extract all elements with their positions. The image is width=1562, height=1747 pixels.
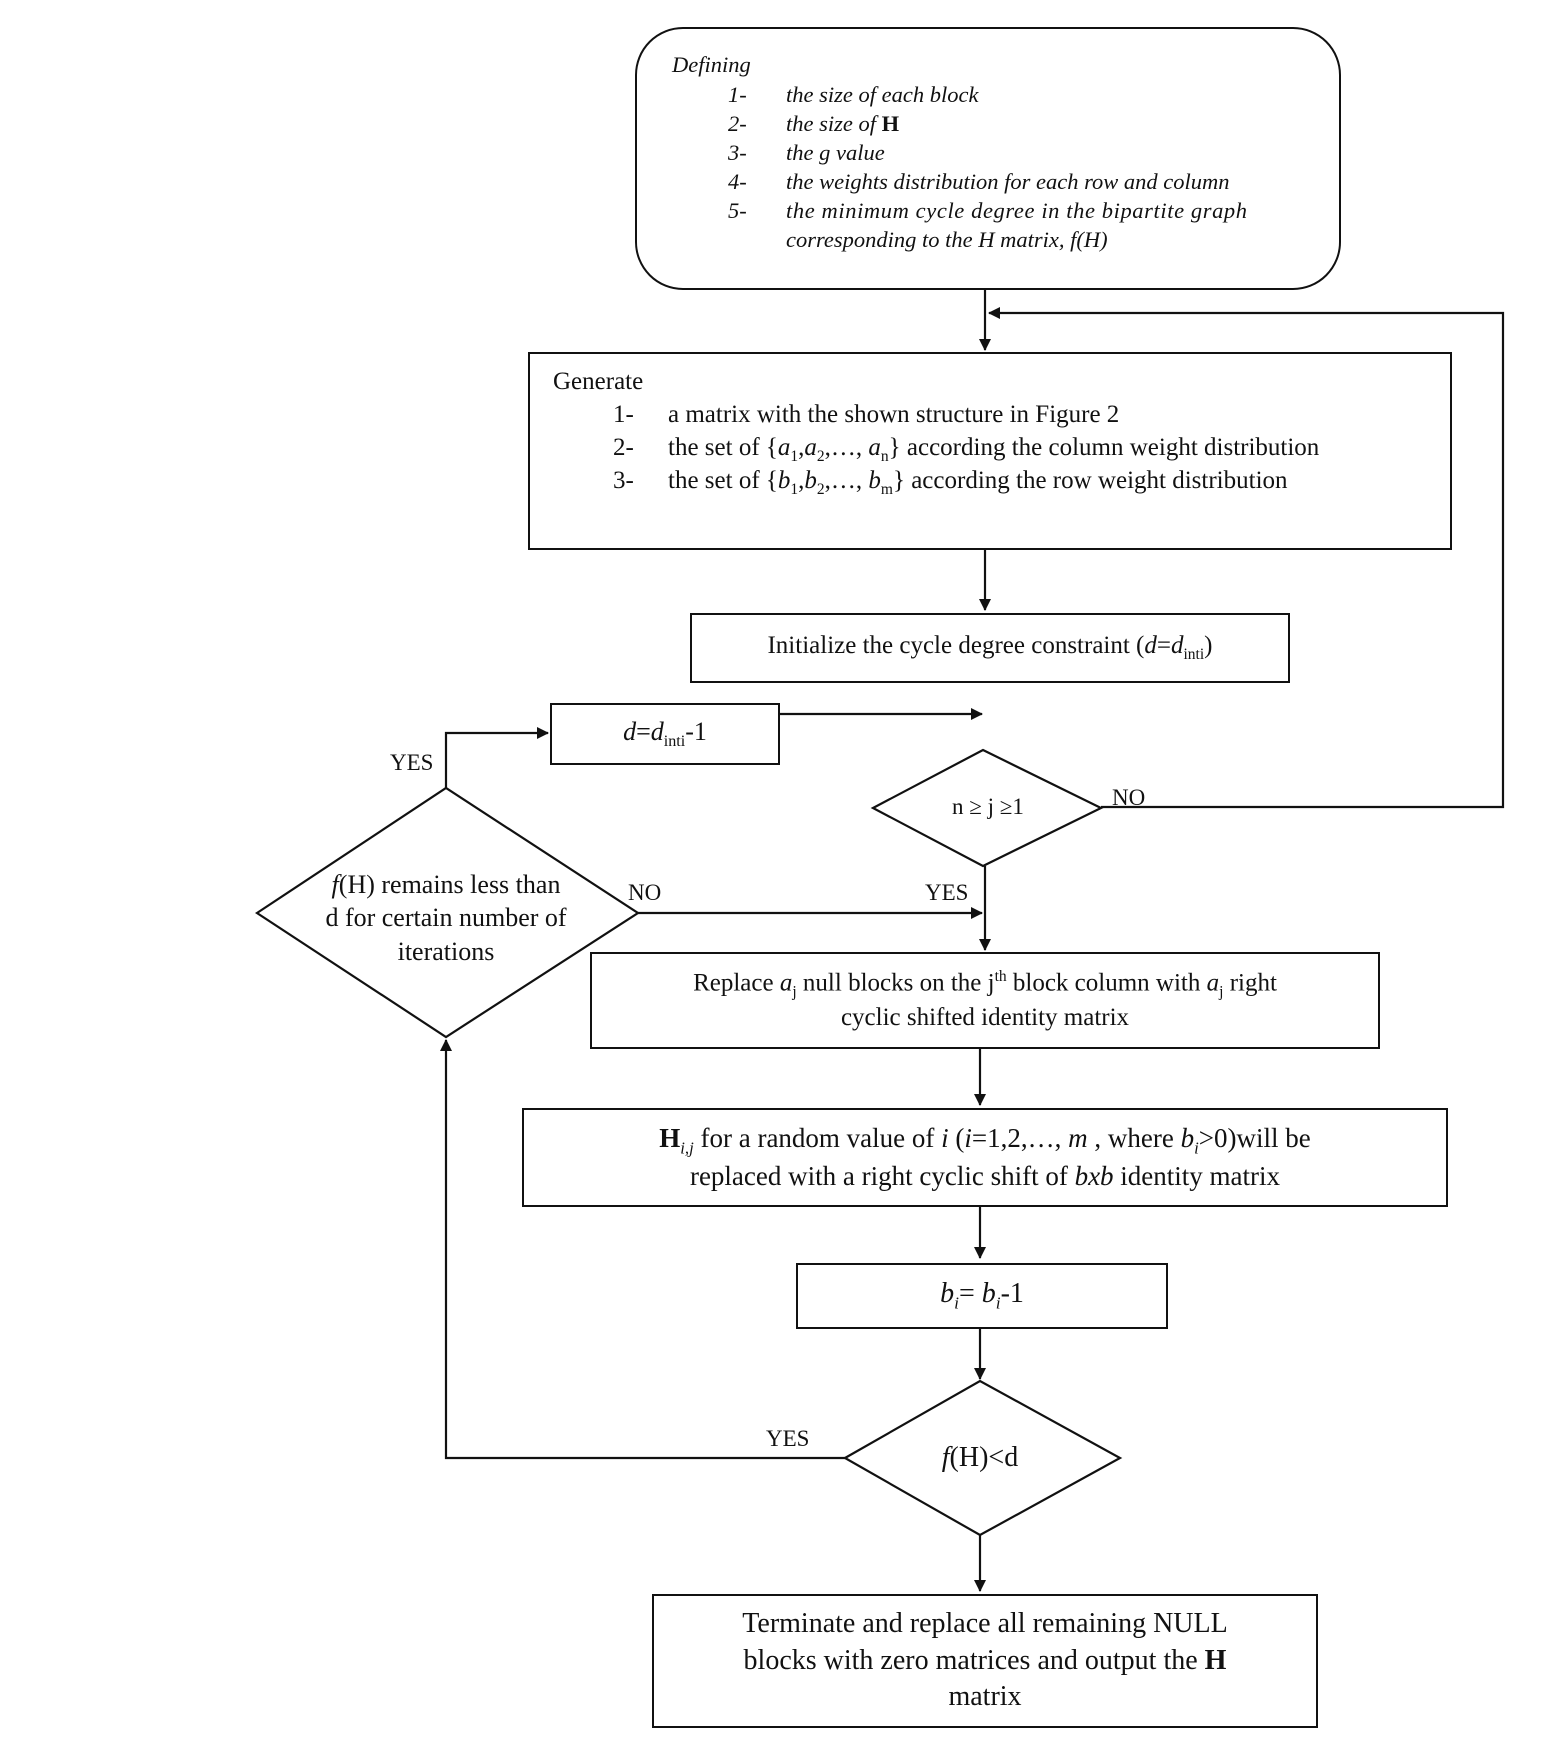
label-no-right: NO [1112, 785, 1146, 810]
decision-fh-iterations [255, 786, 641, 1039]
generate-box [528, 352, 1452, 550]
random-h-line2: replaced with a right cyclic shift of bx… [689, 1161, 1281, 1192]
initialize-box: Initialize the cycle degree constraint (… [690, 613, 1290, 683]
generate-num-2: 2- [613, 434, 634, 461]
label-yes-bottom: YES [766, 1426, 810, 1451]
decrement-b-text: bi= bi-1 [940, 1278, 1024, 1313]
generate-item-1: a matrix with the shown structure in Fig… [668, 401, 1120, 428]
generate-item-3: the set of {b1,b2,…, bm} according the r… [668, 467, 1288, 498]
decision-fh-less-d [842, 1379, 1123, 1537]
replace-null-line2: cyclic shifted identity matrix [840, 1003, 1130, 1031]
terminate-box: Terminate and replace all remaining NULL… [652, 1594, 1318, 1728]
replace-null-box: Replace aj null blocks on the jth block … [590, 952, 1380, 1049]
generate-num-3: 3- [613, 467, 634, 494]
terminate-line2: blocks with zero matrices and output the… [743, 1644, 1227, 1676]
defining-item-5: the minimum cycle degree in the bipartit… [786, 198, 1248, 223]
defining-item-1: the size of each block [786, 82, 979, 107]
defining-item-4: the weights distribution for each row an… [786, 169, 1230, 194]
label-yes-j: YES [925, 880, 969, 905]
decision-j-range [870, 748, 1104, 868]
decision-fh-iterations-text: f(H) remains less than d for certain num… [325, 870, 567, 966]
defining-item-3: the g value [786, 140, 885, 165]
loop-yes-back-to-cond-iter [440, 1039, 845, 1460]
decrement-d-box: d=dinti-1 [550, 703, 780, 765]
decision-fh-less-d-text: f(H)<d [941, 1442, 1019, 1473]
defining-box [635, 27, 1341, 290]
defining-num-5: 5- [728, 198, 747, 223]
replace-null-line1: Replace aj null blocks on the jth block … [693, 967, 1277, 1000]
decrement-b-box: bi= bi-1 [796, 1263, 1168, 1329]
terminate-line1: Terminate and replace all remaining NULL [742, 1608, 1228, 1640]
random-h-line1: Hi,j for a random value of i (i=1,2,…, m… [659, 1122, 1311, 1158]
loop-no-back-to-generate [988, 307, 1505, 809]
defining-num-1: 1- [728, 82, 747, 107]
decision-j-text: n ≥ j ≥1 [952, 794, 1024, 819]
arrow-yes-to-decrement-d [444, 727, 549, 788]
defining-num-2: 2- [728, 111, 747, 136]
random-h-box: Hi,j for a random value of i (i=1,2,…, m… [522, 1108, 1448, 1207]
decrement-d-text: d=dinti-1 [623, 716, 707, 751]
initialize-text: Initialize the cycle degree constraint (… [767, 632, 1213, 663]
defining-item-2: the size of H [786, 111, 900, 136]
generate-item-2: the set of {a1,a2,…, an} according the c… [668, 434, 1320, 465]
defining-num-3: 3- [728, 140, 747, 165]
terminate-line3: matrix [948, 1681, 1022, 1713]
generate-title: Generate [553, 368, 644, 395]
label-yes-top: YES [390, 750, 434, 775]
defining-item-5-cont: corresponding to the H matrix, f(H) [786, 227, 1108, 252]
defining-title: Defining [672, 52, 751, 77]
generate-num-1: 1- [613, 401, 634, 428]
label-no-mid: NO [628, 880, 662, 905]
defining-num-4: 4- [728, 169, 747, 194]
